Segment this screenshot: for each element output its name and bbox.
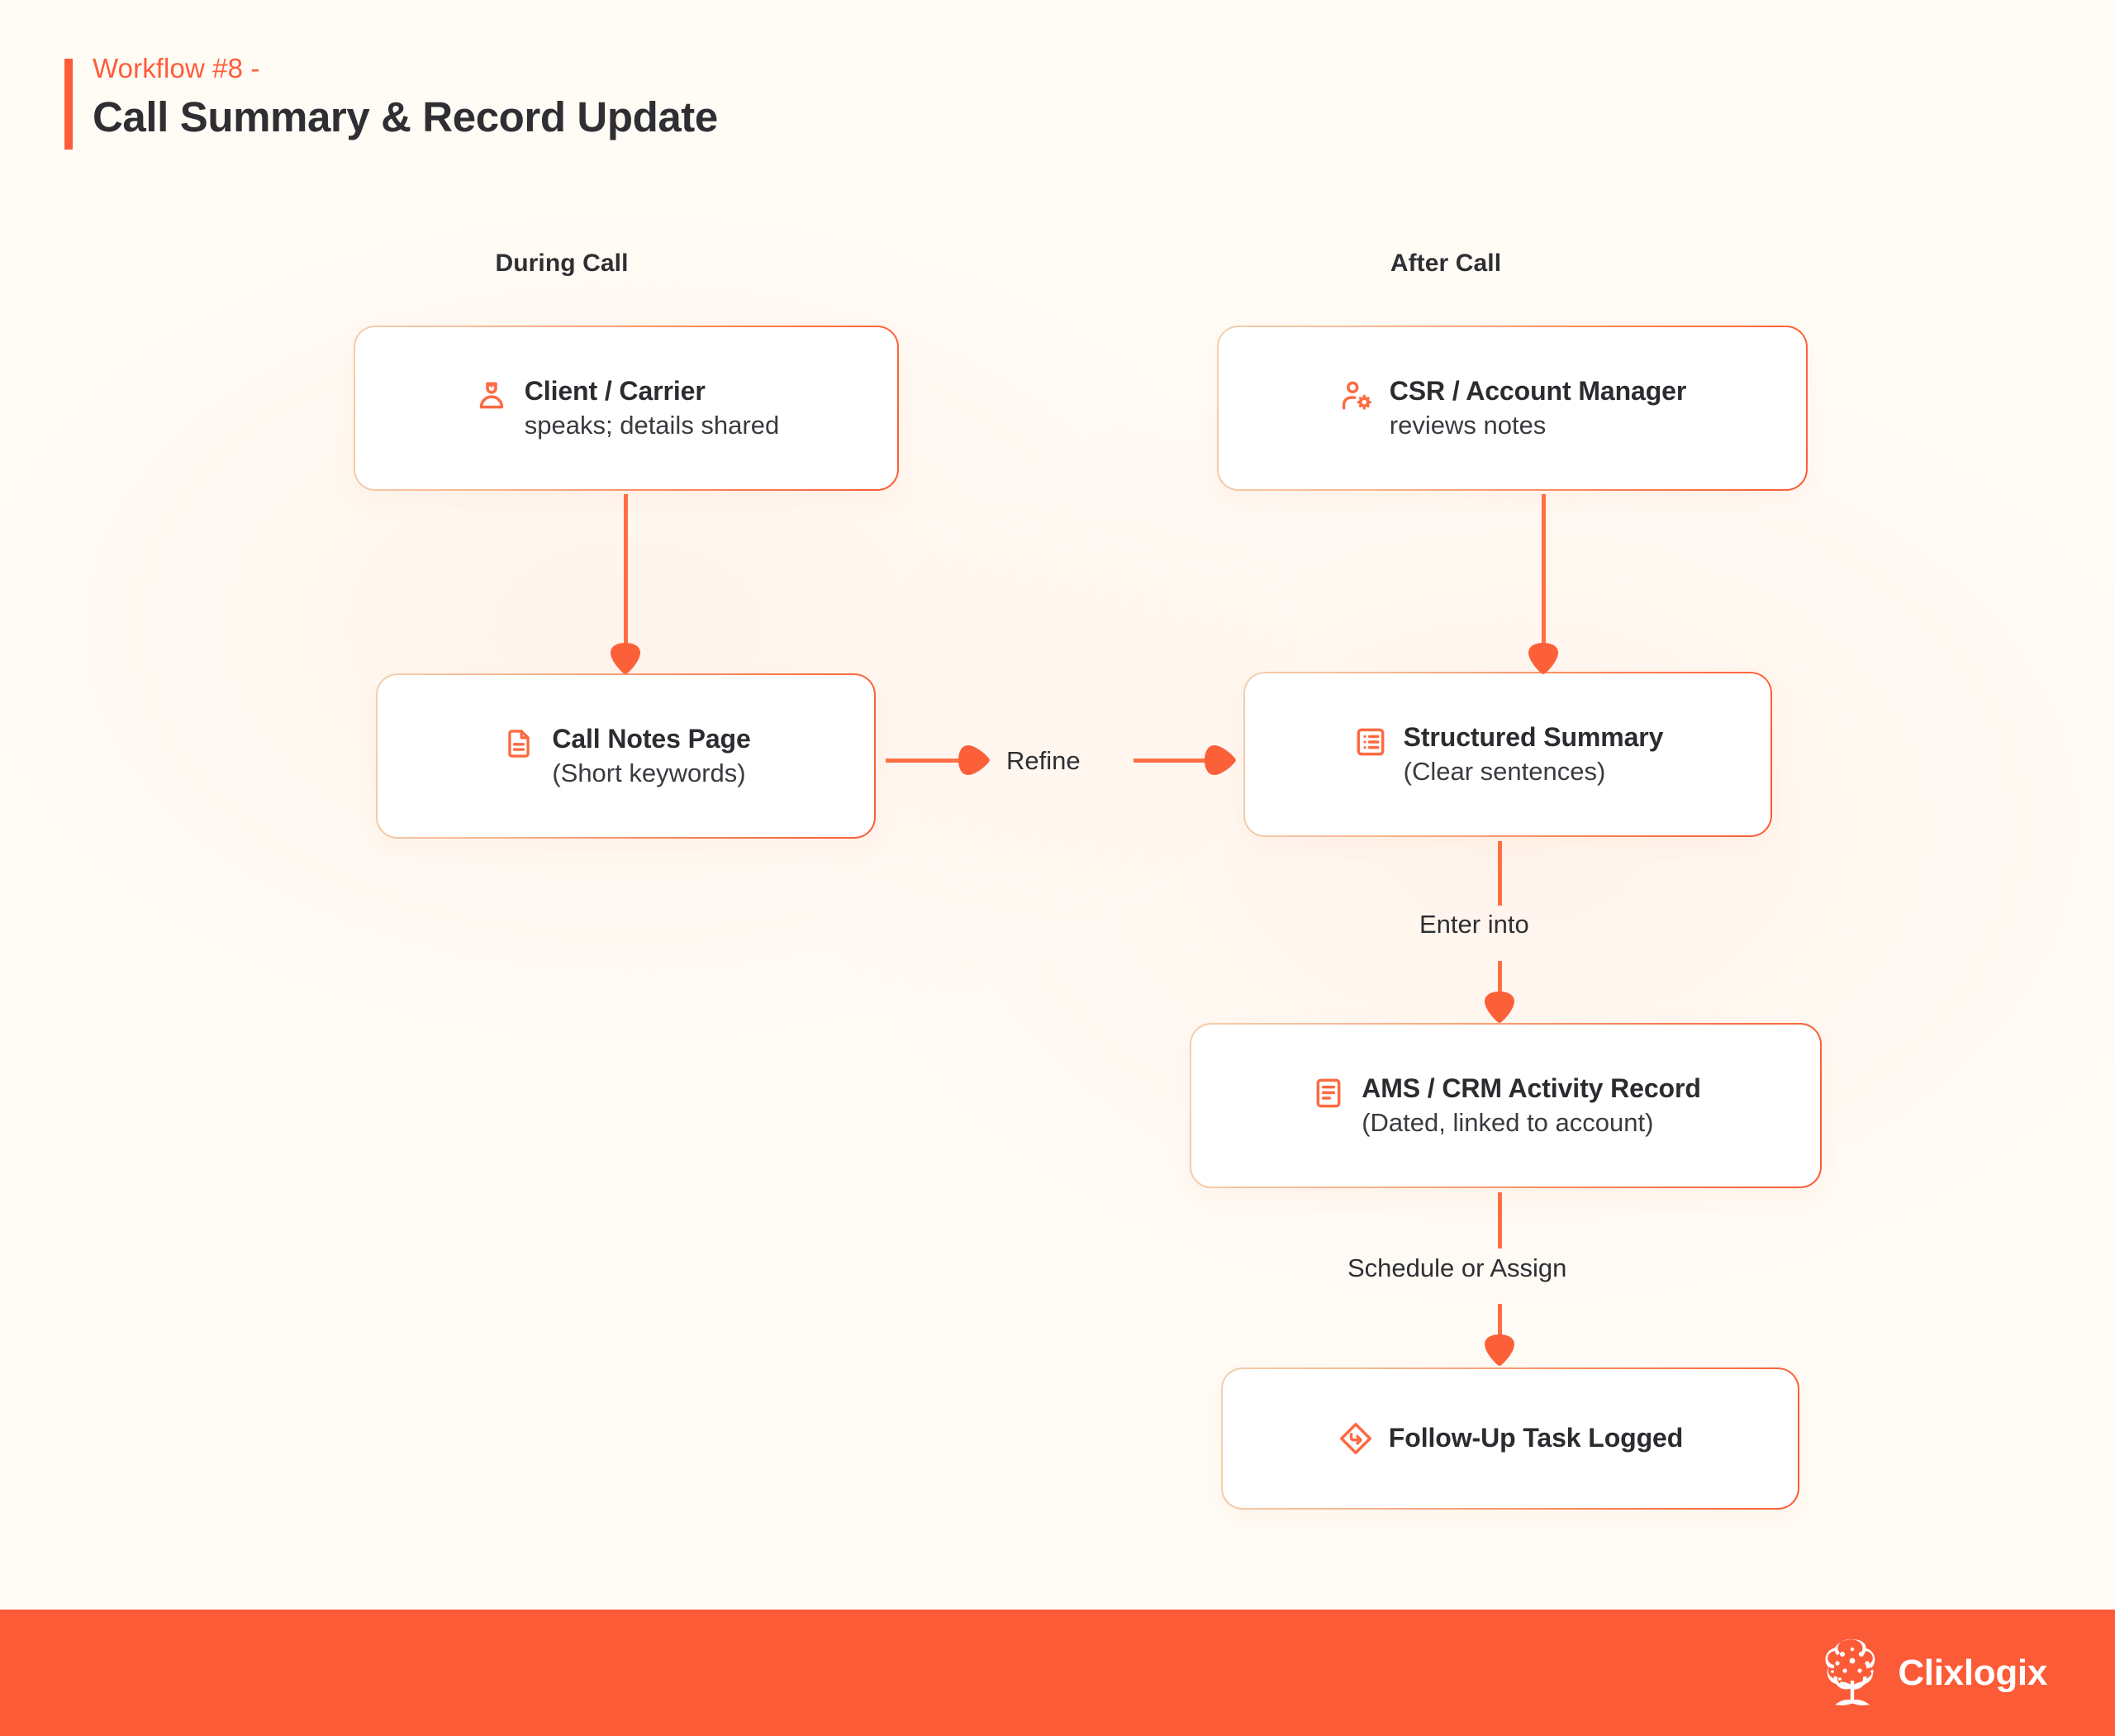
column-heading-after-call: After Call xyxy=(1390,250,1502,277)
connector-label-refine: Refine xyxy=(1006,746,1081,775)
connector-summary-to-ams-lower xyxy=(1498,961,1502,996)
workflow-eyebrow: Workflow #8 - xyxy=(93,53,260,83)
node-call-notes-page[interactable]: Call Notes Page (Short keywords) xyxy=(376,673,876,839)
page-header: Workflow #8 - Call Summary & Record Upda… xyxy=(64,51,718,150)
connector-refine-to-summary xyxy=(1134,759,1208,763)
connector-ams-to-followup-upper xyxy=(1498,1192,1502,1248)
page-title: Call Summary & Record Update xyxy=(93,93,718,141)
node-client-carrier[interactable]: Client / Carrier speaks; details shared xyxy=(354,326,899,491)
tree-brain-logo-icon xyxy=(1820,1634,1884,1711)
arrowhead-refine-to-summary xyxy=(1203,742,1238,778)
node-subtitle: reviews notes xyxy=(1389,410,1547,440)
brand-lockup: Clixlogix xyxy=(1820,1634,2047,1711)
document-icon xyxy=(501,725,537,762)
person-gear-icon xyxy=(1338,378,1375,414)
node-follow-up-task-logged[interactable]: Follow-Up Task Logged xyxy=(1221,1367,1799,1510)
node-subtitle: speaks; details shared xyxy=(524,410,780,440)
connector-csr-to-summary xyxy=(1542,494,1546,647)
connector-summary-to-ams-upper xyxy=(1498,841,1502,906)
node-subtitle: (Dated, linked to account) xyxy=(1362,1107,1654,1137)
node-title: Call Notes Page xyxy=(552,723,751,754)
node-ams-crm-activity-record[interactable]: AMS / CRM Activity Record (Dated, linked… xyxy=(1190,1023,1822,1188)
node-title: CSR / Account Manager xyxy=(1389,375,1687,406)
node-title: AMS / CRM Activity Record xyxy=(1362,1073,1701,1103)
record-document-icon xyxy=(1310,1075,1347,1111)
node-csr-account-manager[interactable]: CSR / Account Manager reviews notes xyxy=(1217,326,1808,491)
column-heading-during-call: During Call xyxy=(495,250,629,277)
person-icon xyxy=(473,378,510,414)
connector-notes-to-refine xyxy=(886,759,962,763)
node-title: Client / Carrier xyxy=(524,375,706,406)
connector-ams-to-followup-lower xyxy=(1498,1304,1502,1339)
arrowhead-notes-to-refine xyxy=(957,742,991,778)
footer-bar: Clixlogix xyxy=(0,1610,2115,1736)
node-subtitle: (Clear sentences) xyxy=(1403,756,1606,786)
node-title: Structured Summary xyxy=(1403,721,1664,752)
connector-label-schedule-or-assign: Schedule or Assign xyxy=(1347,1253,1567,1282)
node-structured-summary[interactable]: Structured Summary (Clear sentences) xyxy=(1243,672,1772,837)
diamond-arrow-icon xyxy=(1338,1420,1374,1457)
connector-client-to-notes xyxy=(624,494,628,647)
list-icon xyxy=(1352,724,1389,760)
node-title: Follow-Up Task Logged xyxy=(1388,1423,1684,1453)
connector-label-enter-into: Enter into xyxy=(1419,910,1529,939)
node-subtitle: (Short keywords) xyxy=(552,758,746,787)
brand-name: Clixlogix xyxy=(1898,1652,2047,1693)
